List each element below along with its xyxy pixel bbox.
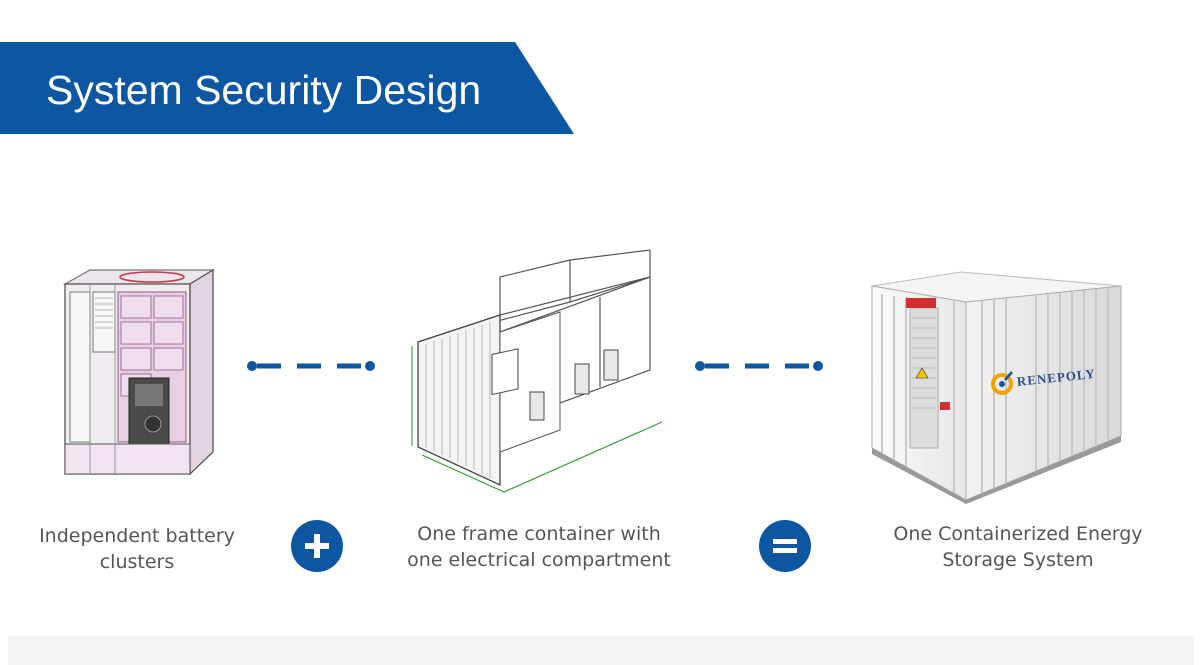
equals-icon — [773, 539, 797, 553]
caption-line: Independent battery — [39, 525, 235, 547]
caption-frame-container: One frame container with one electrical … — [394, 521, 684, 573]
equals-operator — [759, 520, 811, 572]
battery-cabinet-illustration — [62, 268, 216, 476]
caption-line: One frame container with — [417, 523, 661, 545]
frame-container-drawing — [411, 249, 663, 493]
energy-storage-container-illustration — [871, 271, 1122, 504]
caption-line: one electrical compartment — [407, 549, 671, 571]
caption-line: One Containerized Energy — [893, 523, 1143, 545]
plus-icon — [305, 534, 329, 558]
caption-line: clusters — [99, 551, 175, 573]
caption-battery-clusters: Independent battery clusters — [17, 523, 257, 575]
connector-dashed-line-2 — [695, 361, 823, 371]
plus-operator — [291, 520, 343, 572]
connector-dashed-line-1 — [247, 361, 375, 371]
caption-energy-storage-system: One Containerized Energy Storage System — [878, 521, 1158, 573]
footer-strip — [8, 636, 1194, 665]
title-banner — [0, 42, 574, 134]
caption-line: Storage System — [942, 549, 1094, 571]
page-title: System Security Design — [46, 67, 482, 113]
